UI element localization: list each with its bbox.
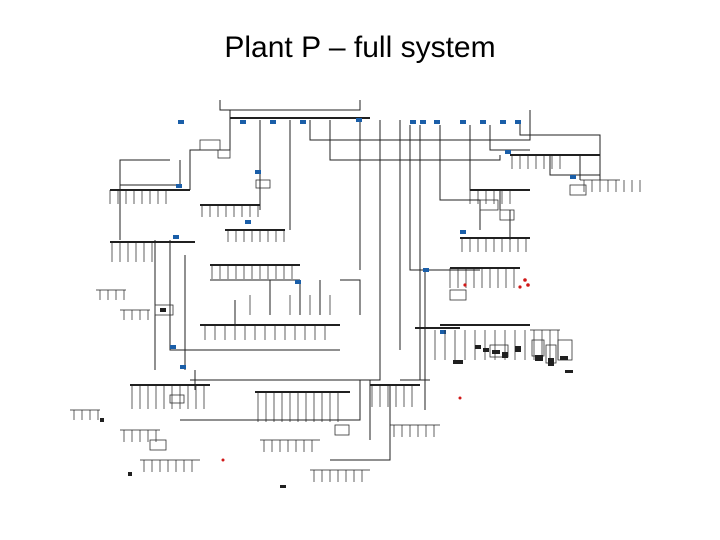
dense-equipment-clusters (100, 308, 573, 488)
equipment-blocks (170, 118, 576, 369)
plant-schematic-diagram (70, 100, 641, 488)
slide-title: Plant P – full system (224, 31, 496, 64)
distribution-buses (110, 117, 600, 393)
load-boxes (149, 139, 587, 451)
alarm-markers (221, 278, 530, 462)
